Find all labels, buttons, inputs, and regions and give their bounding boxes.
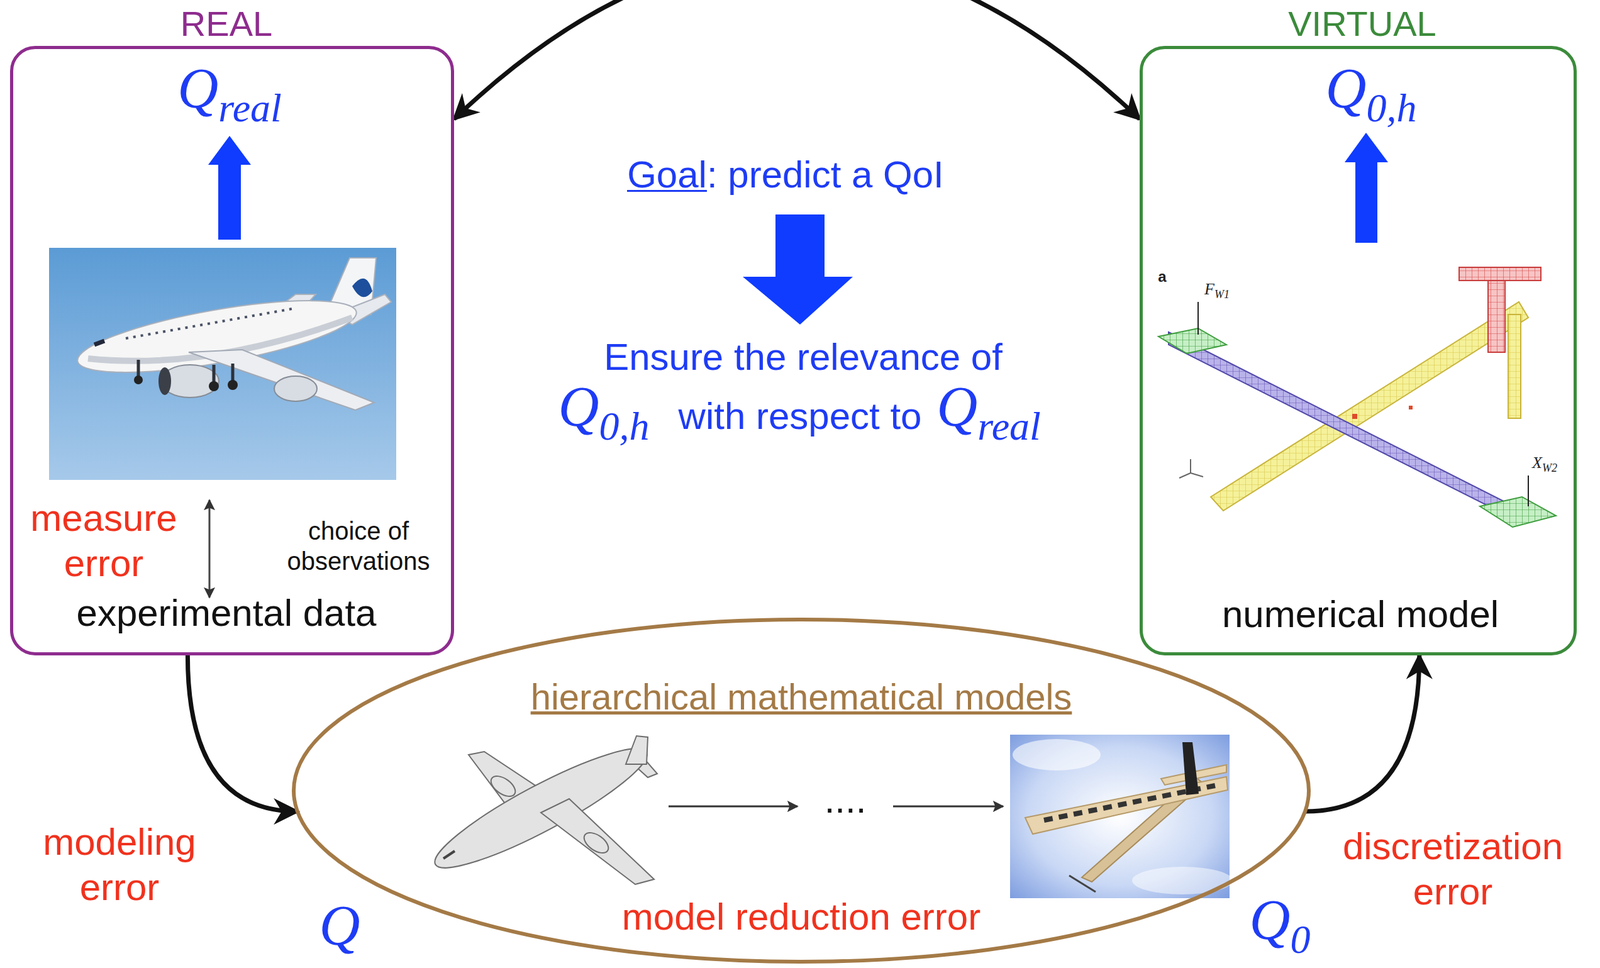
illustration-part	[208, 135, 251, 240]
illustration-part	[138, 359, 233, 384]
illustration-part	[1352, 413, 1358, 419]
error-label: discretization error	[1320, 823, 1585, 915]
math-letter: Q	[319, 894, 361, 957]
plane-photo	[49, 247, 397, 480]
math-letter: X	[1532, 453, 1543, 472]
illustration-part	[742, 214, 853, 325]
illustration-part	[1408, 405, 1413, 410]
quantity-symbol: Qreal	[936, 378, 1041, 447]
goal-text: Ensure the relevance of	[603, 334, 1003, 380]
connector	[454, 0, 1140, 119]
illustration-part	[893, 805, 1004, 808]
illustration-part	[580, 828, 612, 858]
model-ellipse: hierarchical mathematical modelsQ.... mod…	[291, 616, 1312, 965]
illustration-part	[1069, 875, 1096, 892]
illustration-part	[625, 735, 648, 765]
box-heading: REAL	[180, 6, 273, 42]
figure-letter: a	[1157, 267, 1167, 287]
quantity-symbol: Q0,h	[1325, 60, 1417, 129]
math-letter: Q	[936, 375, 978, 438]
illustration-part	[1479, 496, 1556, 528]
illustration-part	[1179, 459, 1204, 478]
observation-arrow	[208, 500, 211, 598]
quantity-symbol: Q0	[1249, 891, 1311, 960]
note-text: choice of observations	[276, 515, 441, 577]
quantity-symbol: Qreal	[177, 60, 282, 129]
error-label: measure error	[22, 495, 186, 587]
math-subscript: W1	[1214, 288, 1230, 301]
math-letter: Q	[177, 57, 219, 120]
illustration-part	[49, 247, 397, 480]
illustration-part	[1488, 280, 1506, 353]
plane-render	[1010, 734, 1230, 899]
load-label: FW1	[1204, 281, 1230, 300]
illustration-part	[94, 340, 105, 345]
connector	[1305, 655, 1420, 812]
illustration-part	[72, 286, 362, 388]
illustration-part	[1210, 301, 1529, 511]
math-subscript: W2	[1542, 461, 1558, 475]
illustration-part	[133, 375, 143, 385]
illustration-part	[1344, 132, 1389, 243]
illustration-part	[1182, 742, 1199, 795]
math-subscript: 0	[1290, 916, 1311, 962]
load-label: XW2	[1532, 454, 1558, 474]
illustration-part	[1158, 328, 1227, 354]
illustration-part	[1508, 314, 1521, 419]
illustration-part	[1527, 475, 1529, 507]
group-heading: hierarchical mathematical models	[530, 674, 1073, 719]
math-subscript: real	[977, 403, 1041, 449]
illustration-part	[424, 732, 657, 885]
box-label: experimental data	[76, 590, 377, 636]
illustration-part	[227, 379, 238, 390]
illustration-part	[158, 367, 172, 395]
underline	[627, 189, 707, 192]
quantity-symbol: Q	[319, 897, 361, 955]
illustration-part	[487, 772, 519, 801]
illustration-part	[668, 805, 798, 808]
ellipse-shape	[293, 619, 1309, 962]
math-letter: F	[1204, 279, 1215, 299]
illustration-part	[540, 798, 655, 885]
fe-model	[1158, 267, 1556, 528]
illustration-part	[1168, 332, 1521, 523]
blue-arrow	[208, 132, 1389, 325]
math-subscript: real	[218, 85, 282, 131]
plane-3d-model	[424, 732, 658, 885]
goal-text: with respect to	[678, 393, 923, 439]
illustration-part	[125, 308, 296, 339]
virtual-box: VIRTUALQ0,hnumerical model	[1139, 45, 1577, 656]
real-box: REALQrealmeasure errorchoice of observat…	[10, 45, 455, 656]
math-letter: Q	[558, 375, 600, 438]
box-label: numerical model	[1222, 591, 1499, 638]
connector	[187, 655, 298, 812]
math-letter: Q	[1325, 57, 1367, 120]
illustration-part	[443, 850, 455, 859]
ellipsis: ....	[824, 777, 867, 823]
illustration-part	[1197, 301, 1199, 335]
illustration-part	[274, 376, 317, 402]
box-heading: VIRTUAL	[1288, 6, 1436, 42]
illustration-part	[352, 278, 373, 298]
quantity-symbol: Q0,h	[558, 378, 650, 447]
illustration-part	[208, 381, 219, 392]
error-label: model reduction error	[622, 894, 981, 940]
math-subscript: 0,h	[1366, 85, 1417, 131]
math-letter: Q	[1249, 888, 1291, 951]
illustration-part	[1459, 267, 1541, 281]
error-label: modeling error	[25, 819, 214, 911]
illustration-part	[1012, 738, 1101, 771]
math-subscript: 0,h	[599, 403, 650, 449]
